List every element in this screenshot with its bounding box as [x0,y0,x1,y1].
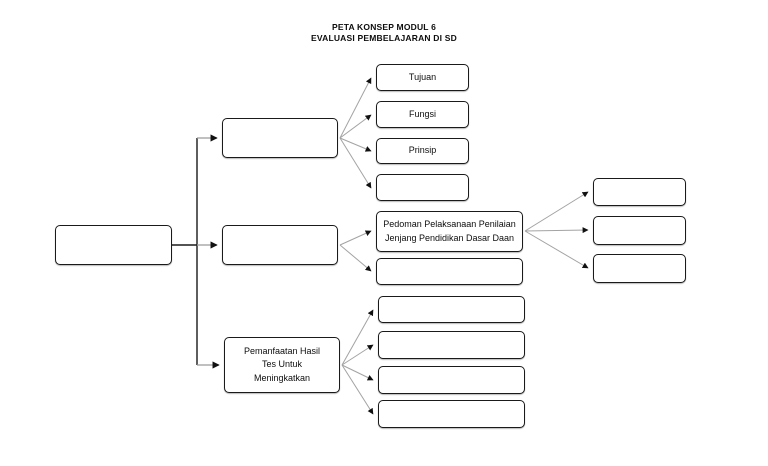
node-right-empty-1 [593,178,686,206]
title-line-2: EVALUASI PEMBELAJARAN DI SD [311,32,457,43]
connector-bottom-to-child3 [341,364,374,381]
node-right-empty-3 [593,254,686,283]
connector-top-to-prinsip [339,137,372,152]
connector-middle-to-pedoman [339,230,372,246]
branch-box-top [222,118,338,158]
node-top-empty [376,174,469,201]
connector-bottom-to-child1 [341,309,374,366]
node-prinsip: Prinsip [376,138,469,164]
connector-bottom-to-child2 [341,344,374,366]
title-line-1: PETA KONSEP MODUL 6 [331,22,437,32]
node-pedoman: Pedoman Pelaksanaan Penilaian Jenjang Pe… [376,211,523,252]
node-tujuan: Tujuan [376,64,469,91]
connector-middle-to-child2 [339,244,372,272]
connector-pedoman-to-right3 [524,230,589,269]
node-bottom-empty-4 [378,400,525,428]
connector-top-to-fungsi [339,114,372,139]
connector-bottom-to-child4 [341,364,374,415]
node-bottom-empty-3 [378,366,525,394]
node-middle-empty [376,258,523,285]
node-right-empty-2 [593,216,686,245]
node-fungsi: Fungsi [376,101,469,128]
connector-top-to-child4 [339,137,372,189]
node-bottom-empty-1 [378,296,525,323]
connector-top-to-tujuan [339,77,372,139]
diagram-title: PETA KONSEP MODUL 6 EVALUASI PEMBELAJARA… [0,22,768,43]
connector-pedoman-to-right1 [524,191,589,232]
connector-pedoman-to-right2 [524,227,589,234]
branch-box-pemanfaatan: Pemanfaatan Hasil Tes Untuk Meningkatkan [224,337,340,393]
root-box [55,225,172,265]
branch-box-middle [222,225,338,265]
node-bottom-empty-2 [378,331,525,359]
